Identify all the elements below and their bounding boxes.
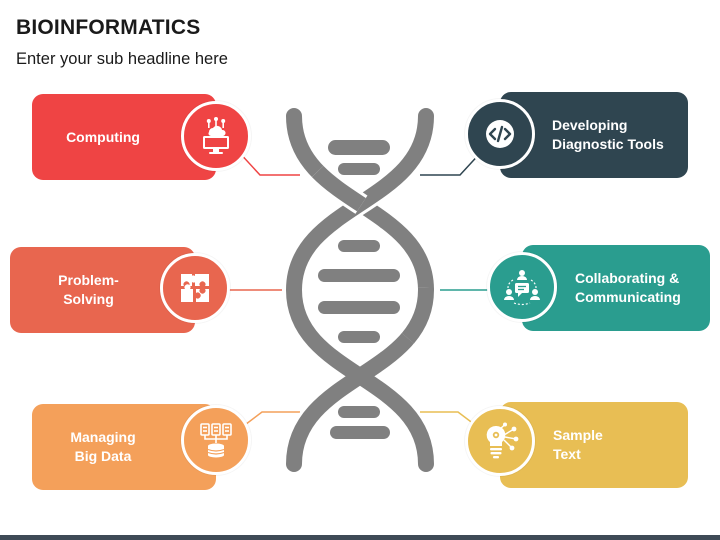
card-label: Developing Diagnostic Tools bbox=[552, 117, 664, 152]
database-icon bbox=[200, 423, 232, 458]
dna-strand-b bbox=[285, 108, 434, 472]
circle-big-data bbox=[181, 405, 251, 475]
card-label: Managing Big Data bbox=[70, 429, 136, 464]
circle-computing bbox=[181, 101, 251, 171]
page-title: BIOINFORMATICS bbox=[16, 16, 201, 39]
card-label: Problem- Solving bbox=[58, 272, 119, 307]
circle-diagnostic-tools bbox=[465, 99, 535, 169]
dna-rung bbox=[328, 140, 390, 155]
lightbulb-network-icon bbox=[486, 422, 519, 459]
card-label: Collaborating & Communicating bbox=[575, 270, 681, 305]
team-chat-icon bbox=[504, 270, 540, 306]
dna-helix-icon bbox=[282, 105, 438, 475]
card-diagnostic-tools: Developing Diagnostic Tools bbox=[500, 92, 688, 178]
dna-rung bbox=[318, 301, 400, 314]
dna-rung bbox=[338, 331, 380, 343]
footer-bar bbox=[0, 535, 720, 540]
circle-problem-solving bbox=[160, 253, 230, 323]
card-label: Computing bbox=[66, 128, 140, 145]
page-subtitle: Enter your sub headline here bbox=[16, 50, 228, 68]
card-label: Sample Text bbox=[553, 427, 603, 462]
dna-rung bbox=[338, 240, 380, 252]
puzzle-icon bbox=[181, 274, 209, 302]
dna-rung bbox=[338, 163, 380, 175]
dna-rung bbox=[338, 406, 380, 418]
circle-collaborating bbox=[487, 252, 557, 322]
circle-sample-text bbox=[465, 406, 535, 476]
code-icon bbox=[486, 120, 514, 148]
dna-rung bbox=[318, 269, 400, 282]
dna-rung bbox=[330, 426, 390, 439]
computer-cloud-icon bbox=[203, 117, 229, 154]
